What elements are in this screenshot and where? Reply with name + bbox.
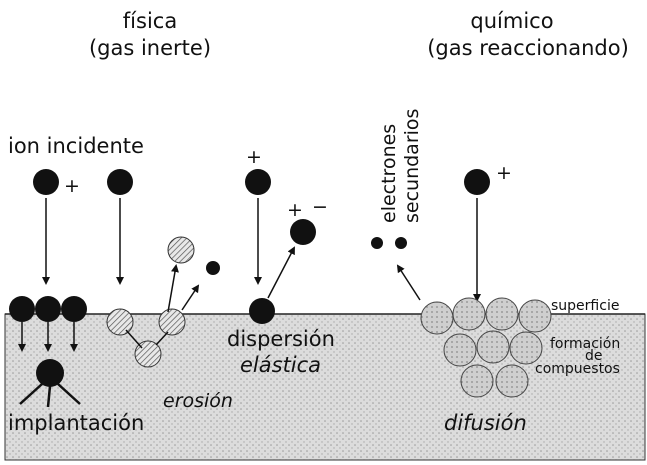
secondary-electrons-label-2: secundarios	[401, 109, 423, 223]
compound-atom	[519, 300, 551, 332]
secondary-electron-1	[371, 237, 383, 249]
compound-atom	[510, 332, 542, 364]
physical-title: física	[123, 9, 177, 33]
electron-emission-arrow	[398, 266, 420, 300]
elastic-scattering-label-2: elástica	[240, 353, 321, 377]
compound-atom	[444, 334, 476, 366]
chemical-subtitle: (gas reaccionando)	[427, 36, 629, 60]
erosion-label: erosión	[163, 390, 233, 412]
secondary-electron-2	[395, 237, 407, 249]
diffusion-label: difusión	[444, 411, 527, 435]
erosion-atom-1	[107, 309, 133, 335]
physical-subtitle: (gas inerte)	[89, 36, 211, 60]
implanted-ion	[36, 359, 64, 387]
sputtered-small-ion	[206, 261, 220, 275]
surface-ion-a	[9, 296, 35, 322]
charge-minus-scattered: −	[312, 196, 328, 218]
surface-ion-b	[35, 296, 61, 322]
scatter-arrow	[268, 248, 294, 298]
incident-ion-3	[245, 169, 271, 195]
surface-label: superficie	[551, 298, 619, 314]
compound-atom	[461, 365, 493, 397]
scatter-ion-surface	[249, 298, 275, 324]
charge-plus-scattered: +	[287, 199, 303, 221]
surface-ion-c	[61, 296, 87, 322]
secondary-electrons-label-1: electrones	[378, 124, 400, 223]
compound-atom	[421, 302, 453, 334]
incident-ion-label: ion incidente	[8, 134, 144, 158]
chemical-title: químico	[470, 9, 553, 33]
charge-plus-4: +	[496, 162, 512, 184]
charge-plus-1: +	[64, 175, 80, 197]
compound-atom	[486, 298, 518, 330]
incident-ion-4	[464, 169, 490, 195]
erosion-eject-arrow	[168, 266, 176, 312]
compound-atom	[496, 365, 528, 397]
scattered-ion	[290, 219, 316, 245]
compound-atom	[453, 298, 485, 330]
incident-ion-1	[33, 169, 59, 195]
erosion-eject-arrow-2	[182, 286, 198, 310]
implantation-label: implantación	[8, 411, 144, 435]
elastic-scattering-label-1: dispersión	[227, 327, 335, 351]
incident-ion-2	[107, 169, 133, 195]
sputtered-atom	[168, 237, 194, 263]
compound-formation-label-3: compuestos	[535, 361, 620, 377]
charge-plus-3: +	[246, 146, 262, 168]
compound-atom	[477, 331, 509, 363]
erosion-atom-3	[159, 309, 185, 335]
